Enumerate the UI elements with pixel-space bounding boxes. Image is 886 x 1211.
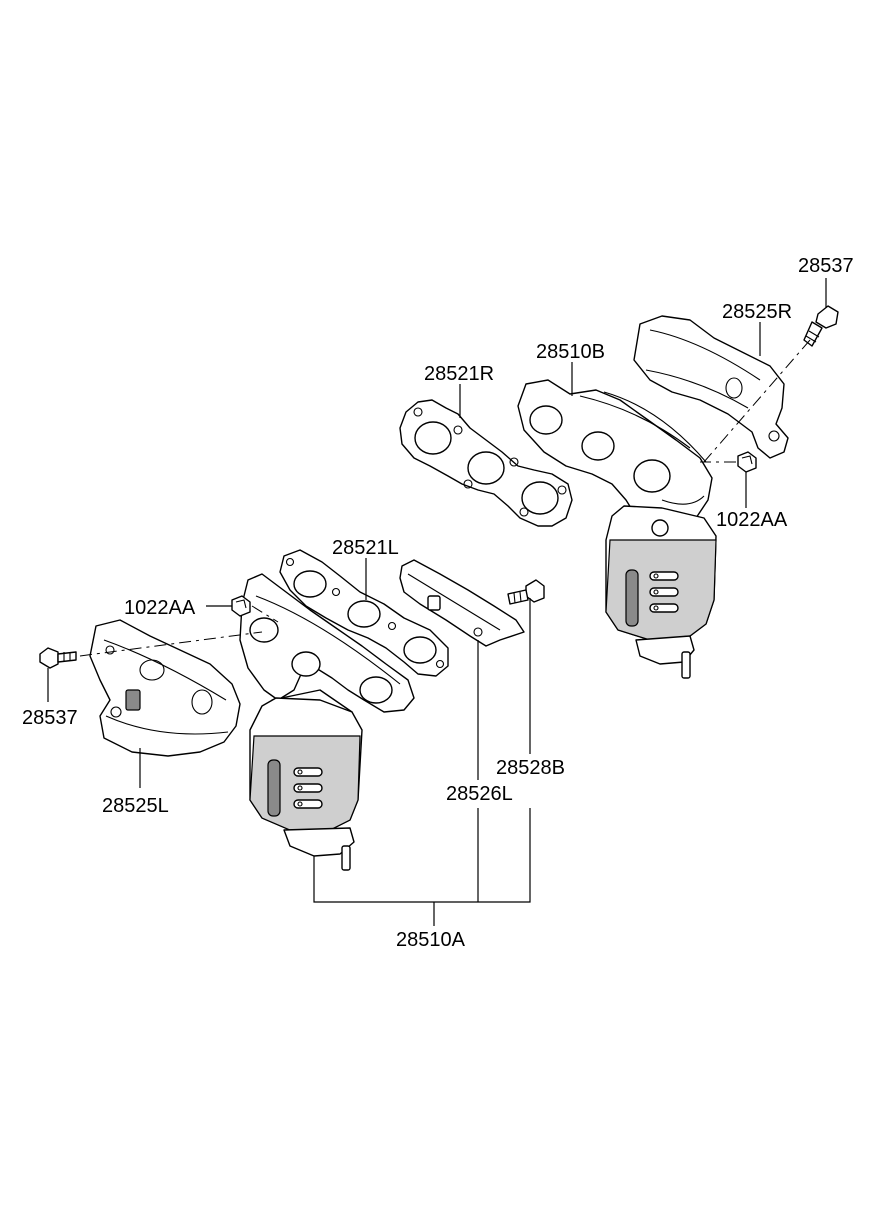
label-bracket: 28526L: [446, 783, 513, 805]
gasket-left: [279, 549, 449, 677]
label-bolt-right: 28537: [798, 255, 854, 277]
label-nut-right: 1022AA: [716, 509, 788, 531]
label-gasket-right: 28521R: [424, 363, 494, 385]
label-manifold-right: 28510B: [536, 341, 605, 363]
label-nut-left: 1022AA: [124, 597, 196, 619]
bolt-left: [39, 647, 77, 669]
converter-slots-left: [293, 767, 323, 809]
alignment-line-right-1: [703, 339, 811, 463]
nut-right: [737, 451, 757, 473]
label-assembly: 28510A: [396, 929, 466, 951]
bolt-right: [803, 305, 839, 347]
label-heat-shield-right: 28525R: [722, 301, 792, 323]
heat-shield-left: [89, 619, 241, 757]
alignment-line-left-1: [79, 631, 263, 657]
heat-shield-right: [633, 315, 789, 459]
label-gasket-left: 28521L: [332, 537, 399, 559]
catalytic-converter-right: [605, 505, 717, 679]
gasket-right: [399, 399, 573, 527]
manifold-right: [517, 379, 713, 527]
nut-left: [231, 595, 251, 617]
catalytic-converter-left: [249, 697, 363, 871]
label-heat-shield-left: 28525L: [102, 795, 169, 817]
bracket-left: [399, 559, 525, 647]
alignment-line-left-2: [251, 605, 279, 623]
converter-slots-right: [649, 571, 679, 613]
label-stay-bolt: 28528B: [496, 757, 565, 779]
leader-lines: [47, 278, 827, 926]
stay-bolt: [507, 579, 545, 605]
label-bolt-left: 28537: [22, 707, 78, 729]
